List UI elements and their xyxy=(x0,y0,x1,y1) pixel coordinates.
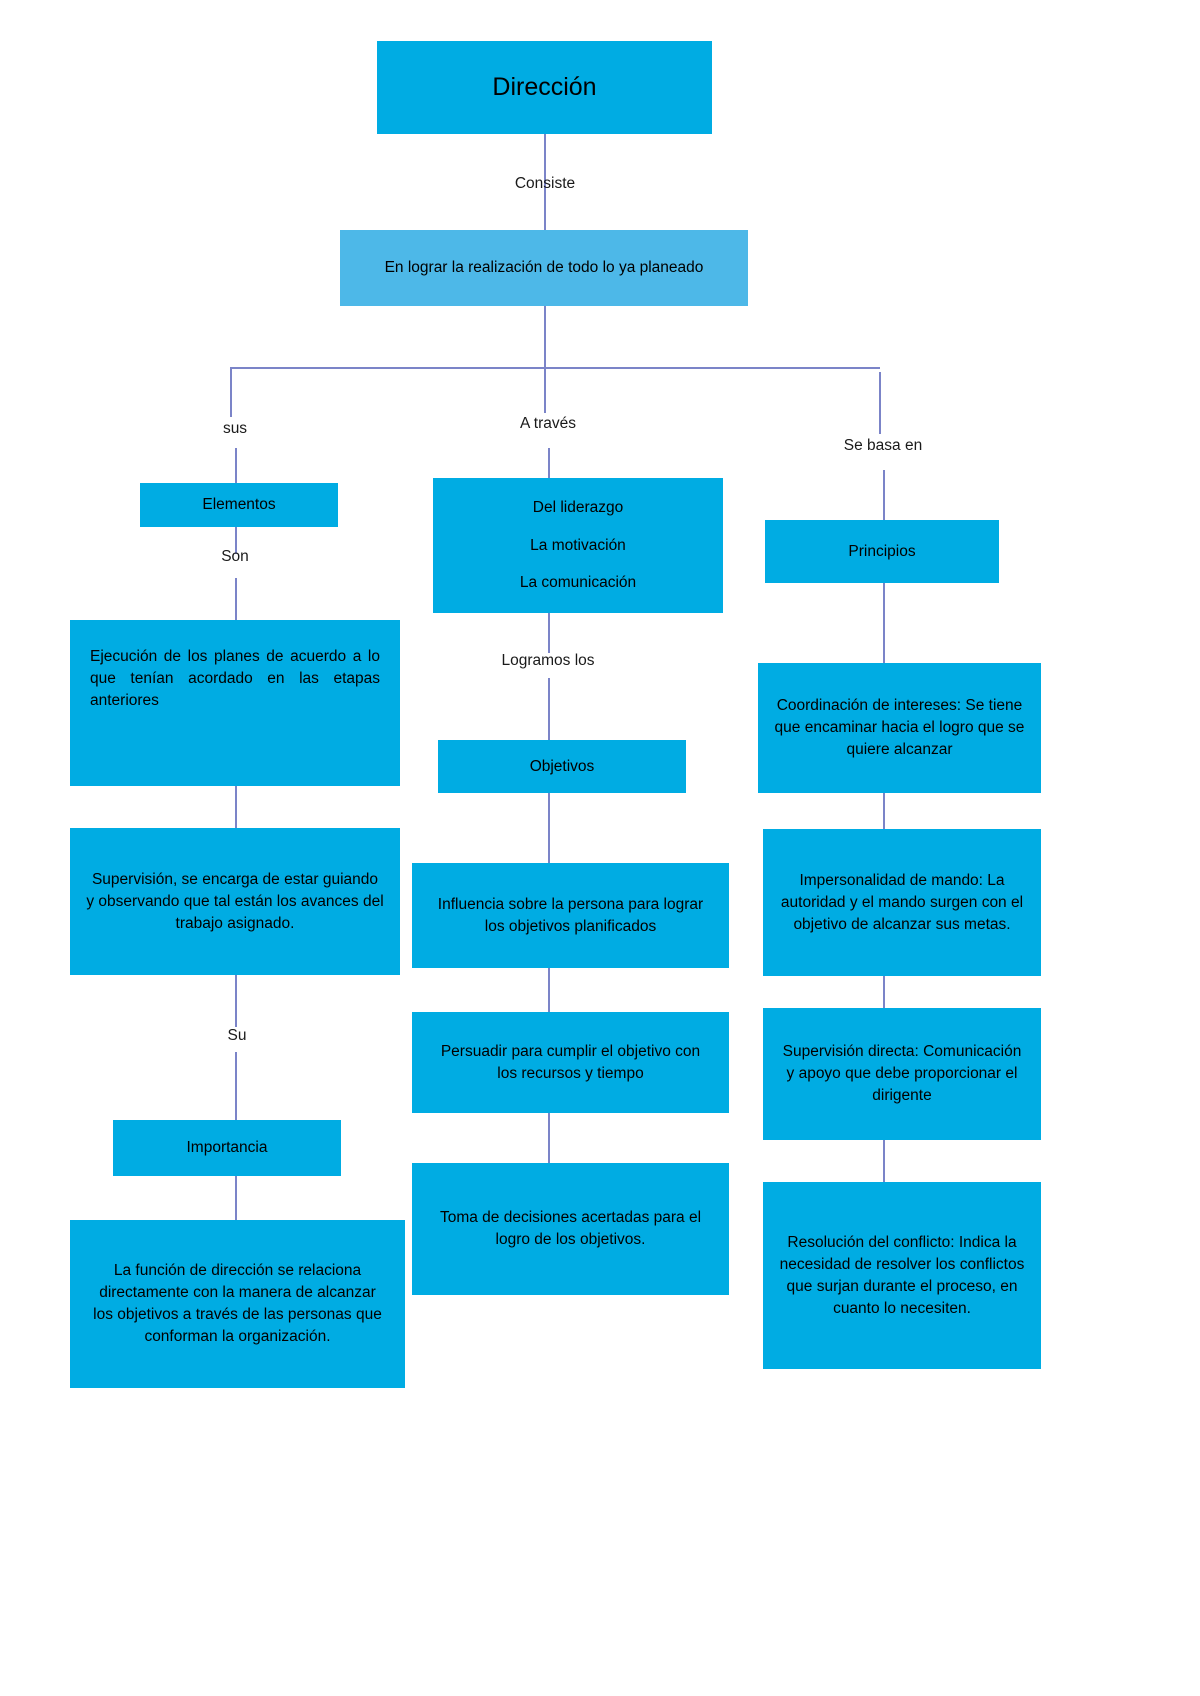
connector-liderazgo-to-logramos xyxy=(548,613,550,653)
connector-trunk-right-drop xyxy=(879,372,881,434)
root-node-direccion[interactable]: Dirección xyxy=(377,41,712,134)
node-principios[interactable]: Principios xyxy=(765,520,999,583)
edge-label-se-basa-en: Se basa en xyxy=(843,437,923,454)
connector-importancia-to-funcion xyxy=(235,1176,237,1220)
connector-trunk-horizontal xyxy=(230,367,880,369)
edge-label-a-traves: A través xyxy=(520,415,576,432)
node-objetivos[interactable]: Objetivos xyxy=(438,740,686,793)
connector-impersonalidad-to-supervisiondirecta xyxy=(883,976,885,1008)
node-toma-decisiones[interactable]: Toma de decisiones acertadas para el log… xyxy=(412,1163,729,1295)
connector-trunk-left-drop xyxy=(230,367,232,417)
node-impersonalidad-mando[interactable]: Impersonalidad de mando: La autoridad y … xyxy=(763,829,1041,976)
connector-ejecucion-to-supervision xyxy=(235,786,237,828)
connector-objetivos-to-influencia xyxy=(548,793,550,863)
edge-label-sus: sus xyxy=(222,420,248,437)
node-resolucion-conflicto[interactable]: Resolución del conflicto: Indica la nece… xyxy=(763,1182,1041,1369)
connector-sebasaen-to-principios xyxy=(883,470,885,520)
edge-label-logramos-los: Logramos los xyxy=(501,652,595,669)
node-funcion-direccion[interactable]: La función de dirección se relaciona dir… xyxy=(70,1220,405,1388)
connector-elementos-to-son xyxy=(235,527,237,554)
connector-su-to-importancia xyxy=(235,1052,237,1120)
connector-persuadir-to-toma xyxy=(548,1113,550,1163)
node-influencia-persona[interactable]: Influencia sobre la persona para lograr … xyxy=(412,863,729,968)
connector-principios-to-coordinacion xyxy=(883,583,885,663)
connector-root-to-definition xyxy=(544,134,546,230)
node-supervision-directa[interactable]: Supervisión directa: Comunicación y apoy… xyxy=(763,1008,1041,1140)
connector-atraves-to-liderazgo xyxy=(548,448,550,478)
connector-son-to-ejecucion xyxy=(235,578,237,620)
connector-definition-down xyxy=(544,306,546,368)
connector-supervision-to-su xyxy=(235,975,237,1027)
connector-sus-to-elementos xyxy=(235,448,237,483)
node-persuadir-cumplir[interactable]: Persuadir para cumplir el objetivo con l… xyxy=(412,1012,729,1113)
edge-label-su: Su xyxy=(227,1027,247,1044)
node-liderazgo-motivacion-comunicacion[interactable]: Del liderazgo La motivación La comunicac… xyxy=(433,478,723,613)
node-definicion[interactable]: En lograr la realización de todo lo ya p… xyxy=(340,230,748,306)
node-elementos[interactable]: Elementos xyxy=(140,483,338,527)
edge-label-consiste: Consiste xyxy=(514,175,576,192)
node-importancia[interactable]: Importancia xyxy=(113,1120,341,1176)
connector-trunk-mid-drop xyxy=(544,367,546,413)
node-ejecucion-planes[interactable]: Ejecución de los planes de acuerdo a lo … xyxy=(70,620,400,786)
connector-coordinacion-to-impersonalidad xyxy=(883,793,885,829)
node-supervision[interactable]: Supervisión, se encarga de estar guiando… xyxy=(70,828,400,975)
connector-influencia-to-persuadir xyxy=(548,968,550,1012)
connector-supervisiondirecta-to-resolucion xyxy=(883,1140,885,1182)
node-coordinacion-intereses[interactable]: Coordinación de intereses: Se tiene que … xyxy=(758,663,1041,793)
connector-logramos-to-objetivos xyxy=(548,678,550,740)
edge-label-son: Son xyxy=(221,548,249,565)
